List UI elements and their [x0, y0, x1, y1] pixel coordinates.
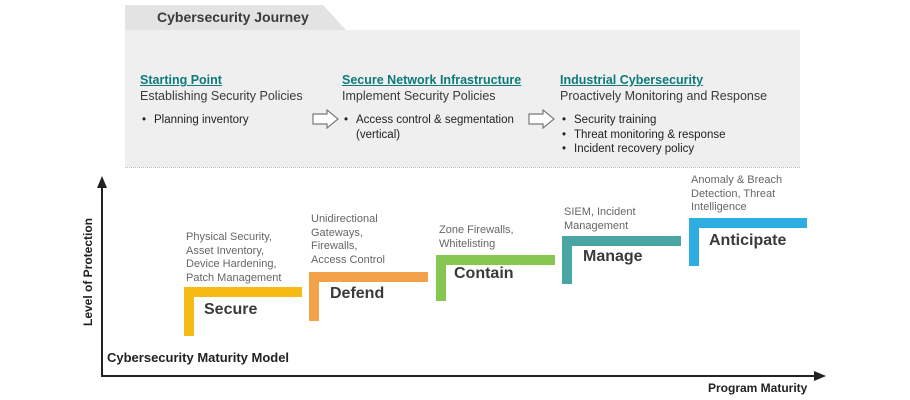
step-bracket-contain — [436, 255, 555, 301]
stage-starting-point: Starting Point Establishing Security Pol… — [140, 73, 303, 128]
stage-title: Starting Point — [140, 73, 222, 87]
step-bracket-anticipate — [689, 218, 807, 266]
step-description-defend: Unidirectional Gateways, Firewalls, Acce… — [311, 213, 385, 266]
panel-divider — [125, 167, 800, 168]
stage-subtitle: Proactively Monitoring and Response — [560, 89, 768, 103]
step-brackets — [184, 218, 807, 336]
step-name-contain: Contain — [454, 265, 514, 282]
stage-subtitle: Implement Security Policies — [342, 89, 496, 103]
x-axis-arrowhead — [814, 371, 826, 381]
step-bracket-defend — [309, 272, 428, 321]
stage-bullets: Planning inventory — [140, 113, 303, 128]
stage-title: Industrial Cybersecurity — [560, 73, 704, 87]
axes — [97, 176, 826, 381]
stage-title: Secure Network Infrastructure — [342, 73, 522, 87]
x-axis-label: Program Maturity — [708, 381, 808, 395]
stage-bullets: Access control & segmentation (vertical) — [342, 113, 532, 142]
step-description-secure: Physical Security, Asset Inventory, Devi… — [186, 231, 282, 284]
journey-title: Cybersecurity Journey — [157, 9, 309, 25]
step-name-manage: Manage — [583, 248, 643, 265]
stage-industrial-cybersecurity: Industrial Cybersecurity Proactively Mon… — [560, 73, 767, 157]
stage-subtitle: Establishing Security Policies — [140, 89, 303, 103]
right-arrow-icon — [312, 109, 339, 129]
bullet-item: Access control & segmentation (vertical) — [342, 113, 532, 142]
stage-secure-network: Secure Network Infrastructure Implement … — [342, 73, 532, 142]
y-axis-arrowhead — [97, 176, 107, 188]
bullet-item: Incident recovery policy — [560, 142, 767, 157]
step-bracket-secure — [184, 287, 302, 336]
maturity-model-title: Cybersecurity Maturity Model — [107, 350, 290, 365]
step-description-manage: SIEM, Incident Management — [564, 206, 636, 232]
bullet-item: Planning inventory — [140, 113, 303, 128]
step-name-secure: Secure — [204, 301, 258, 318]
stage-bullets: Security training Threat monitoring & re… — [560, 113, 767, 157]
right-arrow-icon — [528, 109, 555, 129]
bullet-item: Security training — [560, 113, 767, 128]
step-description-anticipate: Anomaly & Breach Detection, Threat Intel… — [691, 174, 783, 213]
step-bracket-manage — [562, 236, 681, 284]
y-axis-label: Level of Protection — [81, 217, 95, 326]
step-name-defend: Defend — [330, 285, 385, 302]
step-name-anticipate: Anticipate — [709, 232, 787, 249]
bullet-item: Threat monitoring & response — [560, 128, 767, 143]
journey-tab — [125, 5, 346, 30]
step-description-contain: Zone Firewalls, Whitelisting — [439, 224, 514, 250]
